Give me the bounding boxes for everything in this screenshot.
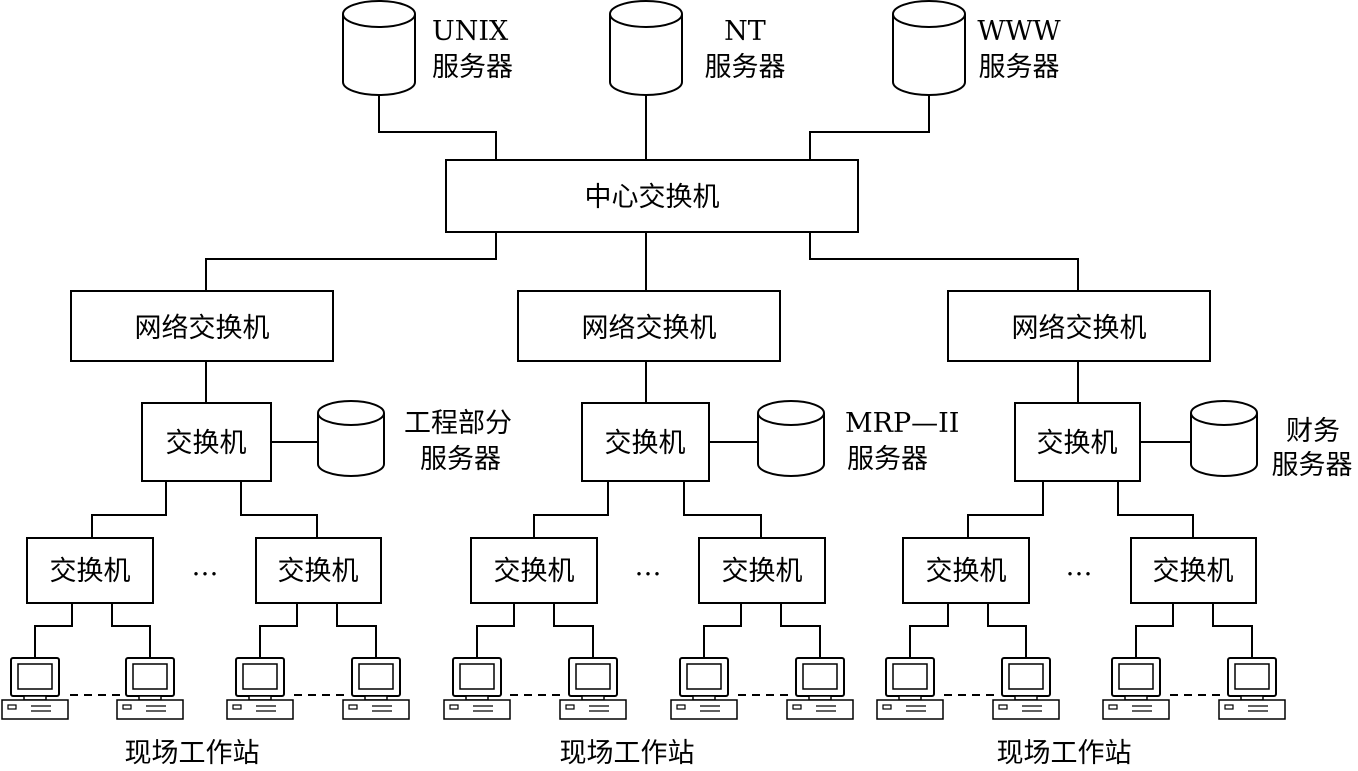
network-switch-label: 网络交换机	[1012, 313, 1147, 344]
network-switch: 网络交换机	[517, 290, 781, 362]
computer-icon	[226, 657, 294, 720]
computer-icon	[559, 657, 627, 720]
computer-icon	[1102, 657, 1170, 720]
access-switch-label: 交换机	[722, 556, 803, 587]
workstation-computer	[1218, 657, 1286, 720]
computer-icon	[1218, 657, 1286, 720]
workstation-computer	[876, 657, 944, 720]
workstation-computer	[559, 657, 627, 720]
workstation-computer	[226, 657, 294, 720]
server-label-line1: NT	[724, 16, 766, 47]
database-icon	[757, 400, 825, 477]
dept-switch: 交换机	[581, 402, 710, 482]
computer-icon	[786, 657, 854, 720]
server-label-line2: 服务器	[979, 52, 1060, 83]
top-server-www	[892, 0, 966, 96]
computer-icon	[670, 657, 738, 720]
network-switch: 网络交换机	[70, 290, 334, 362]
server-label-line1: MRP—II	[845, 408, 959, 439]
access-switch-label: 交换机	[494, 556, 575, 587]
server-label-line2: 服务器	[432, 52, 513, 83]
computer-icon	[1, 657, 69, 720]
workstation-group-label: 现场工作站	[125, 738, 260, 769]
ellipsis: …	[635, 551, 662, 582]
workstation-computer	[116, 657, 184, 720]
workstation-computer	[670, 657, 738, 720]
database-icon	[342, 0, 416, 96]
server-label-line2: 服务器	[1272, 450, 1353, 481]
dept-server	[1190, 400, 1258, 477]
ellipsis: …	[1066, 551, 1093, 582]
dept-switch: 交换机	[1014, 402, 1141, 482]
access-switch: 交换机	[470, 537, 598, 604]
access-switch-label: 交换机	[926, 556, 1007, 587]
access-switch: 交换机	[255, 537, 382, 604]
access-switch-label: 交换机	[278, 556, 359, 587]
computer-icon	[116, 657, 184, 720]
core-switch-label: 中心交换机	[585, 182, 720, 213]
top-server-unix	[342, 0, 416, 96]
core-switch: 中心交换机	[445, 159, 859, 233]
workstation-computer	[1, 657, 69, 720]
access-switch: 交换机	[698, 537, 826, 604]
dept-server	[757, 400, 825, 477]
network-switch-label: 网络交换机	[582, 313, 717, 344]
access-switch: 交换机	[26, 537, 154, 604]
network-switch-label: 网络交换机	[135, 313, 270, 344]
workstation-computer	[992, 657, 1060, 720]
dept-server	[317, 400, 385, 477]
database-icon	[609, 0, 683, 96]
top-server-nt	[609, 0, 683, 96]
workstation-group-label: 现场工作站	[997, 738, 1132, 769]
access-switch: 交换机	[902, 537, 1030, 604]
server-label-line2: 服务器	[705, 52, 786, 83]
workstation-group-label: 现场工作站	[560, 738, 695, 769]
server-label-line1: WWW	[977, 16, 1061, 47]
workstation-computer	[342, 657, 410, 720]
connection-lines	[34, 95, 1253, 696]
server-label-line1: 工程部分	[404, 408, 512, 439]
dept-switch-label: 交换机	[1037, 428, 1118, 459]
workstation-computer	[1102, 657, 1170, 720]
ellipsis: …	[192, 551, 219, 582]
access-switch-label: 交换机	[1153, 556, 1234, 587]
dept-switch: 交换机	[141, 402, 272, 482]
computer-icon	[443, 657, 511, 720]
access-switch-label: 交换机	[50, 556, 131, 587]
network-switch: 网络交换机	[947, 290, 1211, 362]
workstation-computer	[786, 657, 854, 720]
workstations	[1, 657, 1286, 720]
computer-icon	[992, 657, 1060, 720]
server-label-line2: 服务器	[420, 444, 501, 475]
access-switch: 交换机	[1130, 537, 1257, 604]
server-label-line1: UNIX	[432, 16, 509, 47]
dept-switch-label: 交换机	[605, 428, 686, 459]
workstation-computer	[443, 657, 511, 720]
server-label-line2: 服务器	[847, 444, 928, 475]
computer-icon	[342, 657, 410, 720]
database-icon	[317, 400, 385, 477]
database-icon	[1190, 400, 1258, 477]
database-icon	[892, 0, 966, 96]
server-label-line1: 财务	[1286, 416, 1340, 447]
computer-icon	[876, 657, 944, 720]
dept-switch-label: 交换机	[166, 428, 247, 459]
